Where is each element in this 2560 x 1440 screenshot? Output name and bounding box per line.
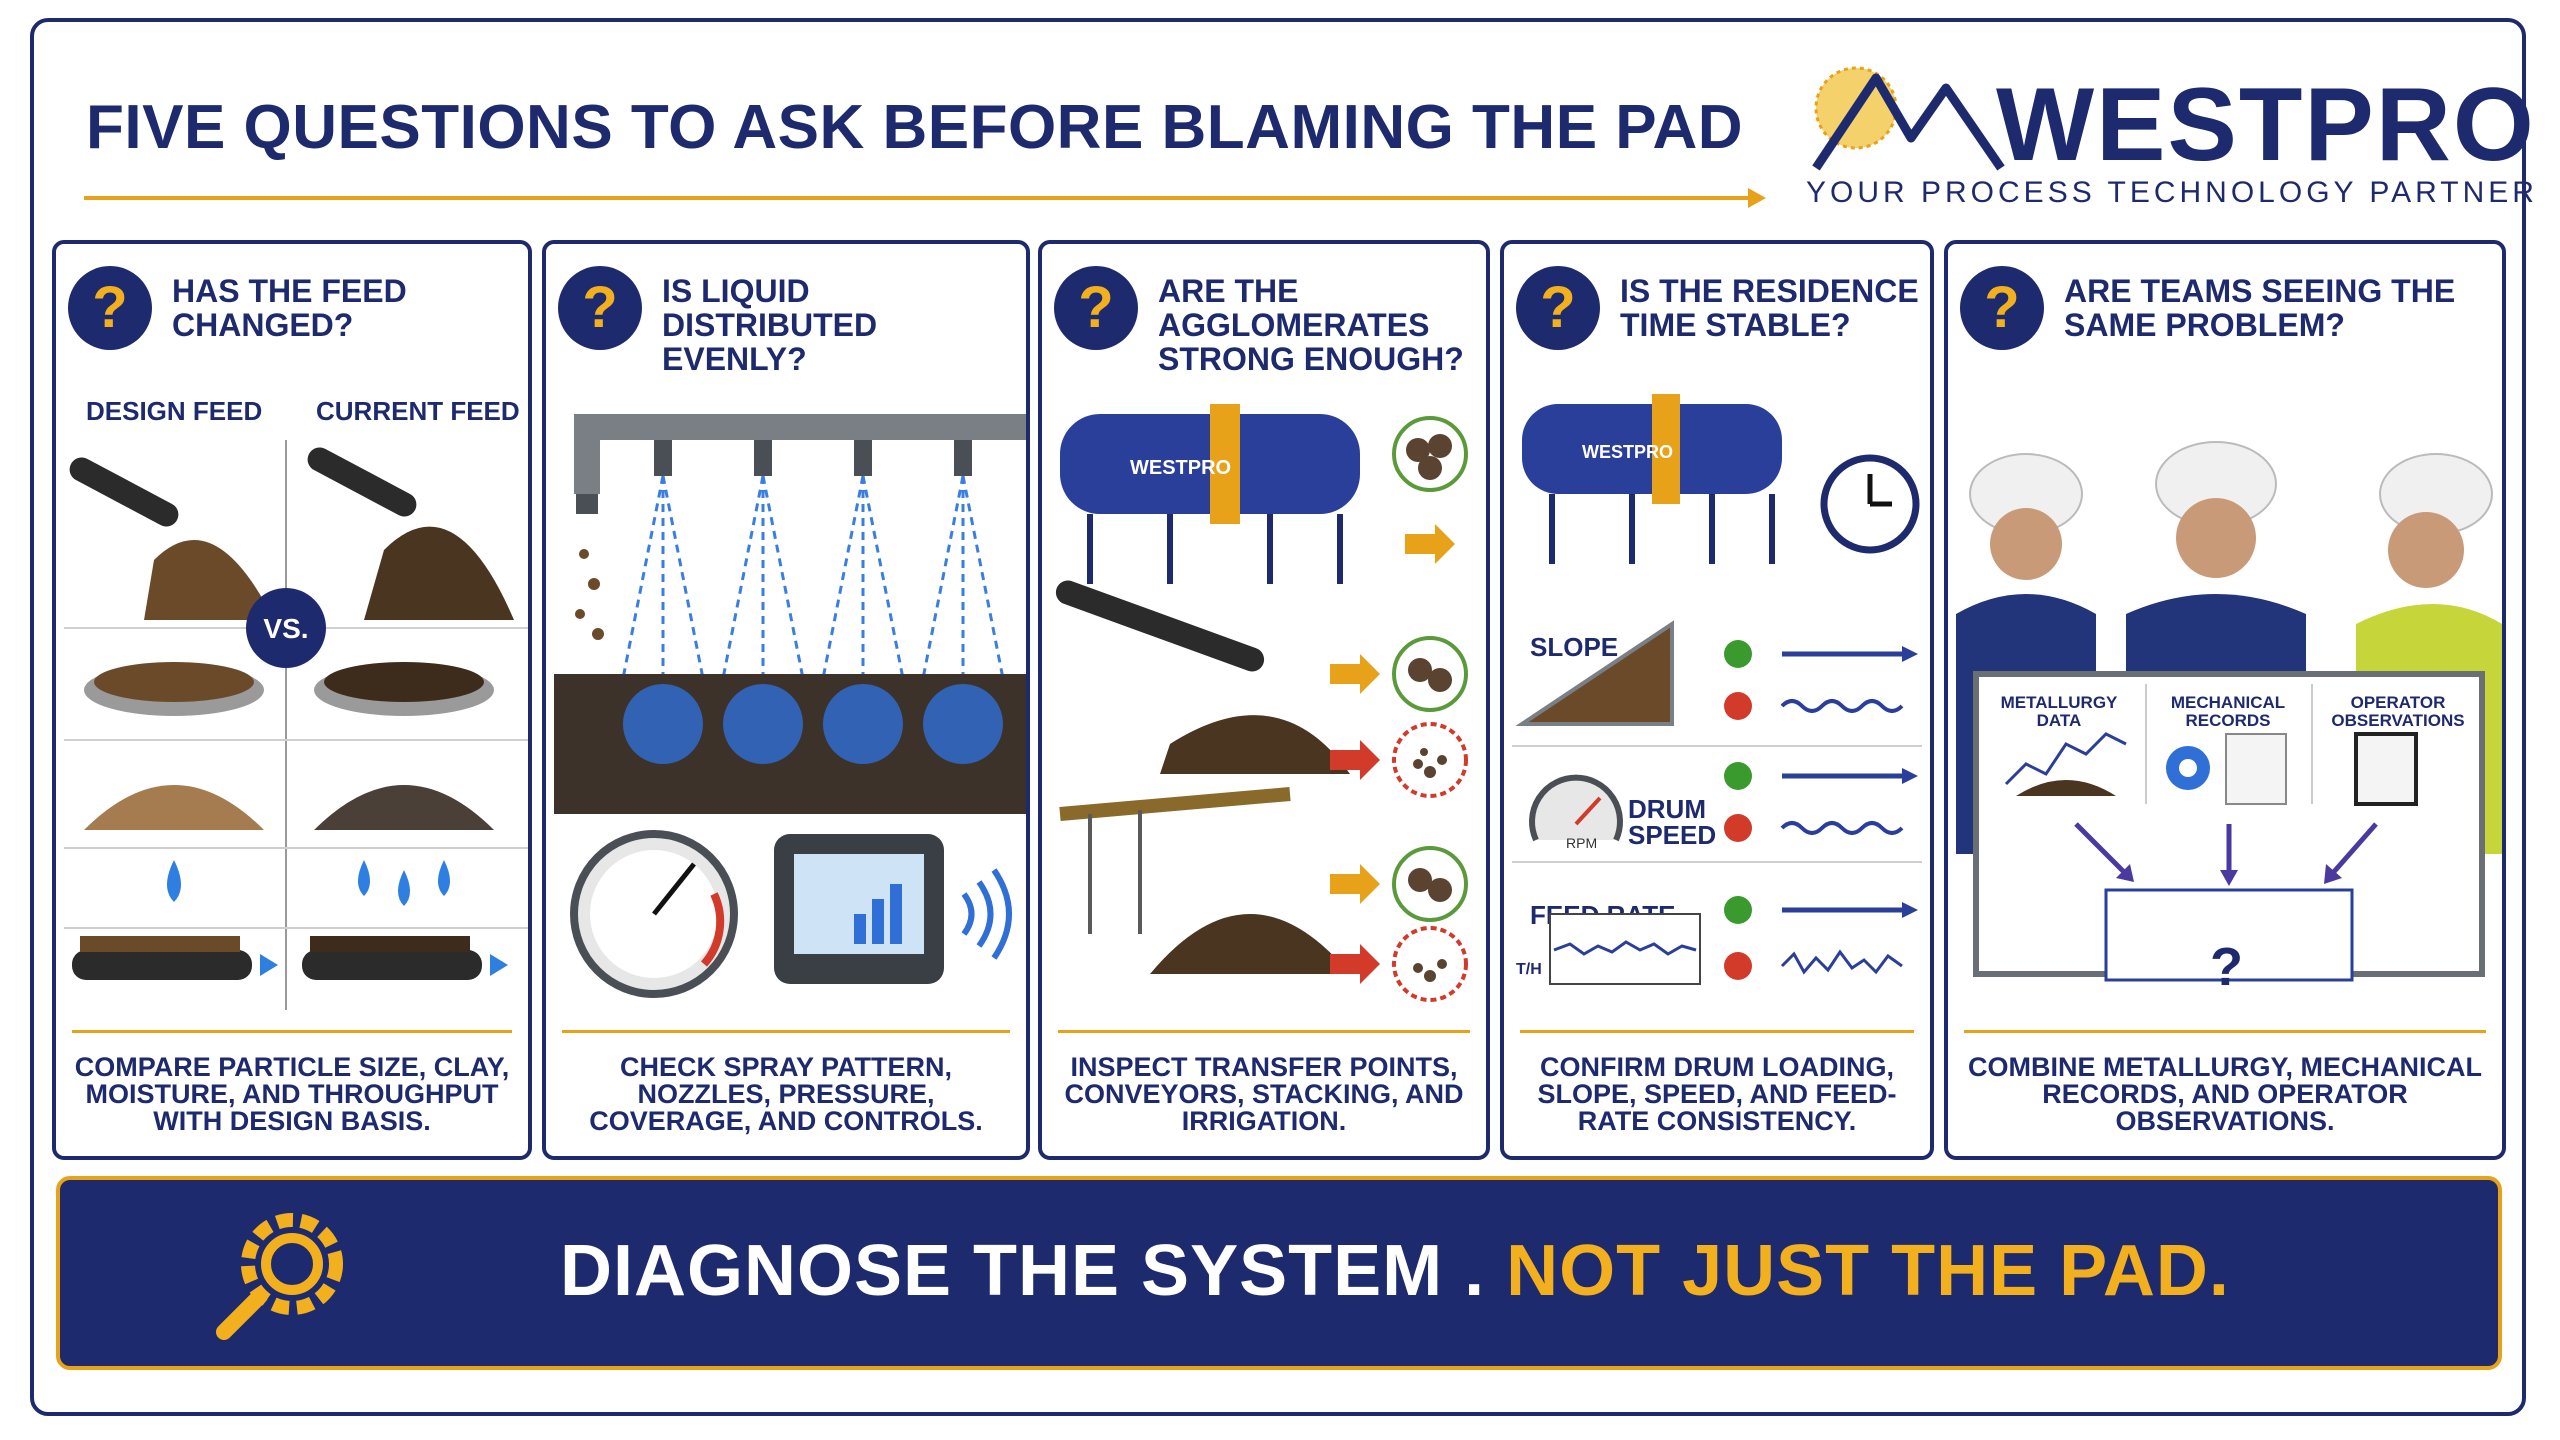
board-col-metallurgy: METALLURGY DATA xyxy=(2000,693,2118,730)
question-badge: ? xyxy=(1054,266,1138,350)
panel-residence-time: ? IS THE RESIDENCE TIME STABLE? WESTPRO … xyxy=(1500,240,1934,1160)
panel-caption: CHECK SPRAY PATTERN, NOZZLES, PRESSURE, … xyxy=(589,1052,983,1136)
caption-divider xyxy=(1058,1030,1470,1033)
caption-divider xyxy=(1964,1030,2486,1033)
panel-question: IS LIQUID DISTRIBUTED EVENLY? xyxy=(662,273,878,377)
drum-label: WESTPRO xyxy=(1582,442,1673,462)
agglomerate-illustration: WESTPRO xyxy=(1050,374,1478,1014)
panel-agglomerate-strength: ? ARE THE AGGLOMERATES STRONG ENOUGH? WE… xyxy=(1038,240,1490,1160)
team-illustration xyxy=(1956,434,2502,1014)
panel-liquid-distribution: ? IS LIQUID DISTRIBUTED EVENLY? xyxy=(542,240,1030,1160)
spray-illustration xyxy=(554,394,1026,1014)
panel-question: ARE THE AGGLOMERATES STRONG ENOUGH? xyxy=(1158,273,1464,377)
drum-label: WESTPRO xyxy=(1130,457,1231,479)
question-badge: ? xyxy=(1960,266,2044,350)
board-result-question: ? xyxy=(2210,937,2243,997)
caption-divider xyxy=(1520,1030,1914,1033)
logo-tagline: YOUR PROCESS TECHNOLOGY PARTNER xyxy=(1806,176,2538,209)
question-badge: ? xyxy=(1516,266,1600,350)
panel-question: ARE TEAMS SEEING THE SAME PROBLEM? xyxy=(2064,273,2456,343)
panel-team-alignment: ? ARE TEAMS SEEING THE SAME PROBLEM? xyxy=(1944,240,2506,1160)
panel-caption: COMBINE METALLURGY, MECHANICAL RECORDS, … xyxy=(1968,1052,2482,1136)
panel-caption: INSPECT TRANSFER POINTS, CONVEYORS, STAC… xyxy=(1064,1052,1464,1136)
caption-divider xyxy=(72,1030,512,1033)
gear-magnifier-icon xyxy=(216,1213,343,1340)
banner-main-text: DIAGNOSE THE SYSTEM . xyxy=(560,1231,1507,1311)
slope-label: SLOPE xyxy=(1530,632,1619,662)
banner-message: DIAGNOSE THE SYSTEM . NOT JUST THE PAD. xyxy=(560,1230,2230,1312)
logo-name: WESTPRO xyxy=(1996,67,2536,183)
stability-indicators: RPM T/H xyxy=(1512,620,1922,985)
question-badge: ? xyxy=(68,266,152,350)
caption-divider xyxy=(562,1030,1010,1033)
design-feed-label: DESIGN FEED xyxy=(86,396,263,426)
conclusion-banner: DIAGNOSE THE SYSTEM . NOT JUST THE PAD. xyxy=(56,1176,2502,1370)
banner-accent-text: NOT JUST THE PAD. xyxy=(1506,1231,2230,1311)
panel-question: IS THE RESIDENCE TIME STABLE? xyxy=(1620,273,1919,343)
drum-illustration: WESTPRO xyxy=(1512,374,1922,604)
question-badge: ? xyxy=(558,266,642,350)
panel-question: HAS THE FEED CHANGED? xyxy=(172,273,407,343)
axis-unit-label: T/H xyxy=(1516,961,1542,978)
title-underline xyxy=(84,196,1752,200)
logo-mountain-icon xyxy=(1812,66,2005,171)
westpro-logo: WESTPRO YOUR PROCESS TECHNOLOGY PARTNER xyxy=(1796,58,2534,218)
board-col-operator: OPERATOR OBSERVATIONS xyxy=(2331,693,2465,730)
drum-speed-label: DRUM SPEED xyxy=(1628,794,1717,850)
panel-caption: COMPARE PARTICLE SIZE, CLAY, MOISTURE, A… xyxy=(74,1052,510,1136)
feed-comparison-illustration: VS. xyxy=(64,440,528,1020)
panel-caption: CONFIRM DRUM LOADING, SLOPE, SPEED, AND … xyxy=(1537,1052,1897,1136)
current-feed-label: CURRENT FEED xyxy=(316,396,520,426)
title-arrow-icon xyxy=(1748,188,1766,208)
board-col-mechanical: MECHANICAL RECORDS xyxy=(2170,693,2286,730)
panel-feed-changed: ? HAS THE FEED CHANGED? DESIGN FEED CURR… xyxy=(52,240,532,1160)
gauge-unit-label: RPM xyxy=(1566,835,1597,851)
page-title: FIVE QUESTIONS TO ASK BEFORE BLAMING THE… xyxy=(86,93,1744,162)
vs-label: VS. xyxy=(263,613,308,644)
